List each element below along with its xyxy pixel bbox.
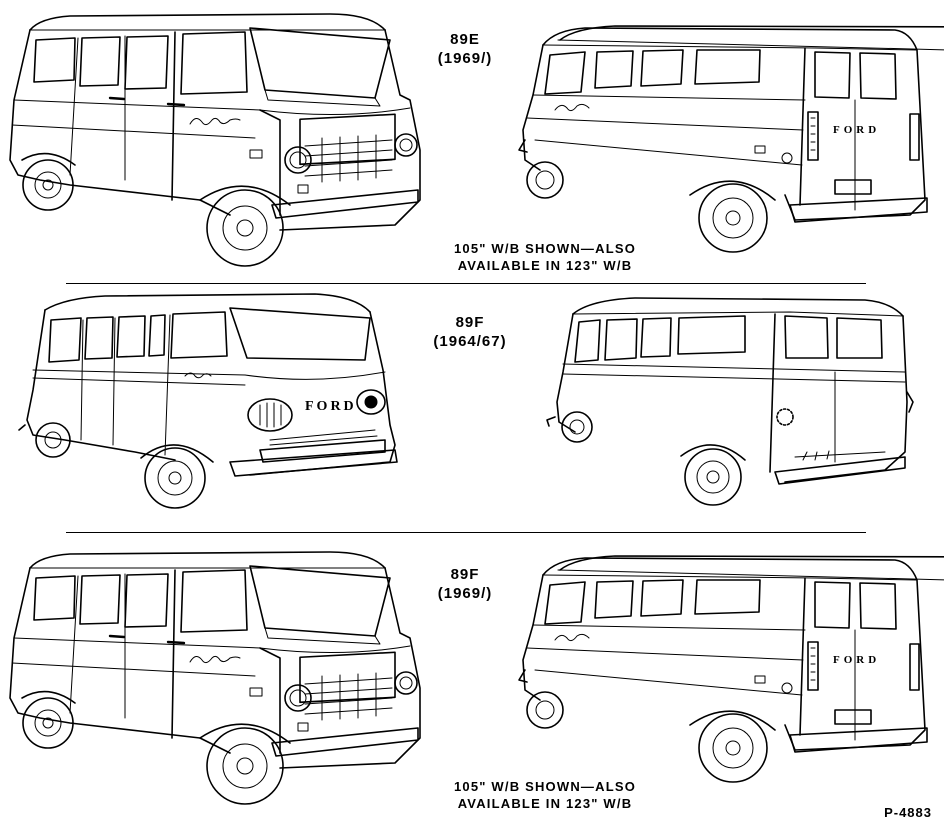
section-1-note: 105" W/B SHOWN—ALSO AVAILABLE IN 123" W/… xyxy=(405,240,685,274)
section-3-note: 105" W/B SHOWN—ALSO AVAILABLE IN 123" W/… xyxy=(405,778,685,812)
section-3-note-line1: 105" W/B SHOWN—ALSO xyxy=(453,779,637,794)
section-divider-2 xyxy=(66,532,866,533)
van-89f-1969-front-illustration xyxy=(8,550,422,806)
section-2-label: 89F (1964/67) xyxy=(420,313,520,351)
section-2-years: (1964/67) xyxy=(433,333,507,350)
van-89f-1964-rear-illustration xyxy=(546,297,914,506)
section-1-label: 89E (1969/) xyxy=(420,30,510,68)
section-divider-1 xyxy=(66,283,866,284)
van-89f-1969-rear-illustration xyxy=(518,555,944,783)
van-89f-1964-front-illustration xyxy=(18,293,398,509)
section-3-label: 89F (1969/) xyxy=(420,565,510,603)
section-3-code: 89F xyxy=(450,566,480,583)
section-1-note-line2: AVAILABLE IN 123" W/B xyxy=(457,258,633,273)
figure-number: P-4883 xyxy=(884,805,932,820)
section-3-note-line2: AVAILABLE IN 123" W/B xyxy=(457,796,633,811)
van-89e-1969-front-illustration xyxy=(8,12,422,268)
van-89e-1969-rear-illustration xyxy=(518,25,944,253)
section-1-code: 89E xyxy=(450,31,480,48)
section-1-note-line1: 105" W/B SHOWN—ALSO xyxy=(453,241,637,256)
section-3-years: (1969/) xyxy=(437,585,493,602)
section-1-years: (1969/) xyxy=(437,50,493,67)
section-2-code: 89F xyxy=(455,314,485,331)
